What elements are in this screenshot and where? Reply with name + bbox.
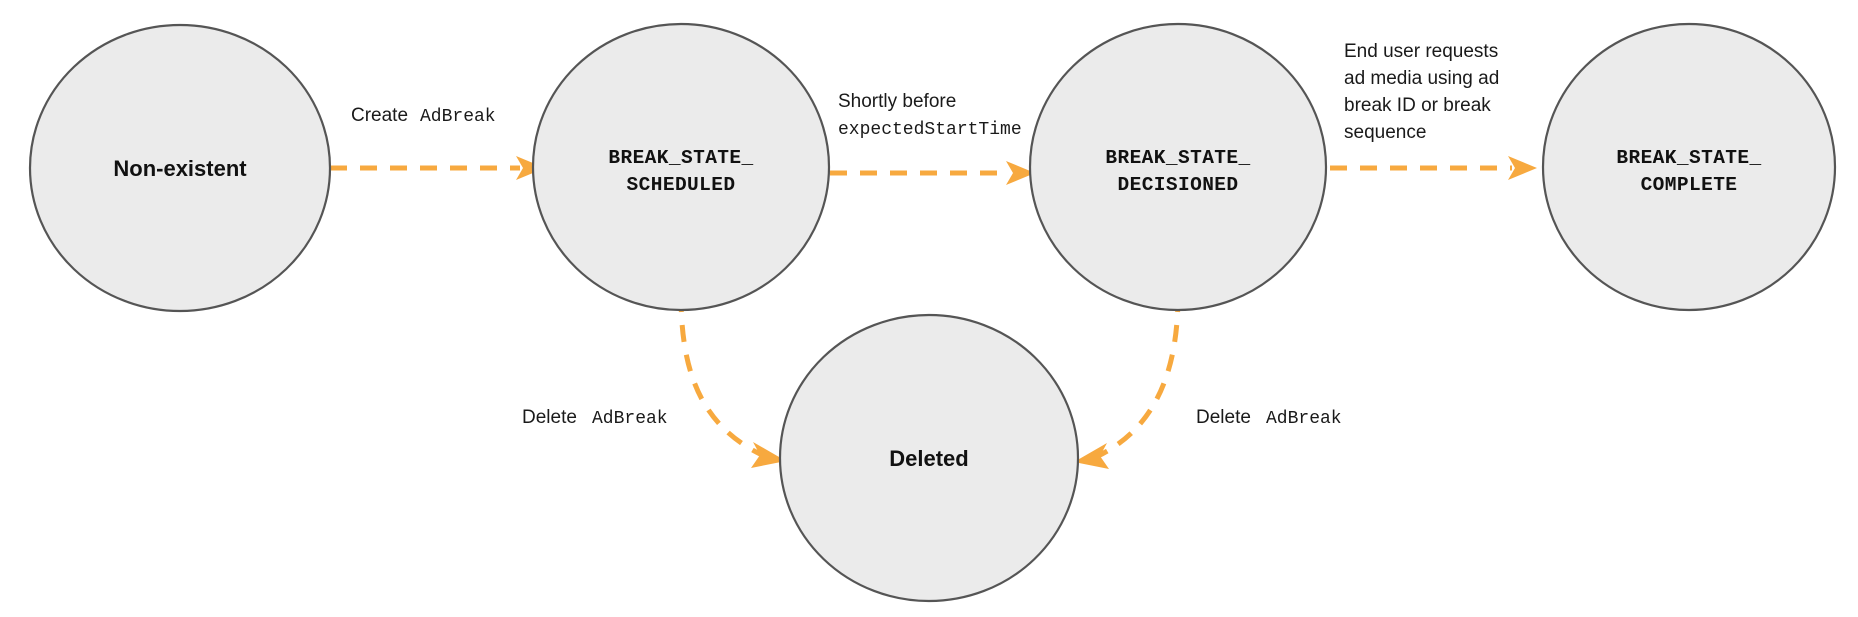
edge-delete-adbreak-right-label-mono: AdBreak: [1266, 409, 1342, 429]
edge-delete-adbreak-right-label-sans: Delete: [1196, 407, 1251, 428]
edge-end-user-requests-label-line4: sequence: [1344, 122, 1426, 143]
edge-delete-adbreak-right-line: [1096, 294, 1181, 459]
edge-shortly-before-arrowhead: [1006, 161, 1035, 185]
edge-shortly-before[interactable]: Shortly before expectedStartTime: [830, 91, 1035, 185]
node-non-existent-shape: [28, 23, 332, 313]
edge-end-user-requests-arrowhead: [1508, 156, 1537, 180]
node-deleted-shape: [778, 313, 1080, 603]
node-non-existent[interactable]: Non-existent: [28, 23, 332, 313]
node-break-state-decisioned-shape: [1028, 22, 1328, 312]
edge-delete-adbreak-left-arrowhead: [751, 442, 786, 468]
edge-delete-adbreak-left-label-sans: Delete: [522, 407, 577, 428]
node-deleted[interactable]: Deleted: [778, 313, 1080, 603]
node-break-state-scheduled[interactable]: BREAK_STATE_ SCHEDULED: [531, 22, 831, 312]
node-break-state-decisioned-label-line2: DECISIONED: [1117, 174, 1238, 196]
node-break-state-complete-label-line2: COMPLETE: [1641, 174, 1738, 196]
edge-delete-adbreak-right[interactable]: Delete AdBreak: [1074, 294, 1342, 469]
edge-create-adbreak-label-mono: AdBreak: [420, 107, 496, 127]
edge-delete-adbreak-right-arrowhead: [1074, 443, 1109, 469]
edge-create-adbreak[interactable]: Create AdBreak: [330, 105, 545, 180]
edge-create-adbreak-arrowhead: [516, 156, 545, 180]
edge-delete-adbreak-left-label-mono: AdBreak: [592, 409, 668, 429]
node-break-state-scheduled-label-line1: BREAK_STATE_: [608, 147, 753, 169]
node-break-state-scheduled-shape: [531, 22, 831, 312]
edge-delete-adbreak-left-line: [678, 294, 764, 458]
edge-end-user-requests-label-line1: End user requests: [1344, 41, 1498, 62]
node-break-state-decisioned[interactable]: BREAK_STATE_ DECISIONED: [1028, 22, 1328, 312]
edge-shortly-before-label-line1: Shortly before: [838, 91, 956, 112]
node-break-state-decisioned-label-line1: BREAK_STATE_: [1105, 147, 1250, 169]
node-non-existent-label: Non-existent: [113, 156, 247, 181]
node-break-state-scheduled-label-line2: SCHEDULED: [627, 174, 736, 196]
edge-end-user-requests[interactable]: End user requests ad media using ad brea…: [1330, 41, 1537, 180]
node-break-state-complete-shape: [1541, 22, 1837, 312]
node-deleted-label: Deleted: [889, 446, 968, 471]
edge-delete-adbreak-left[interactable]: Delete AdBreak: [522, 294, 786, 468]
edge-end-user-requests-label-line2: ad media using ad: [1344, 68, 1499, 89]
edge-shortly-before-label-line2: expectedStartTime: [838, 120, 1022, 140]
edge-create-adbreak-label-sans: Create: [351, 105, 408, 126]
node-break-state-complete[interactable]: BREAK_STATE_ COMPLETE: [1541, 22, 1837, 312]
edge-end-user-requests-label-line3: break ID or break: [1344, 95, 1491, 116]
node-break-state-complete-label-line1: BREAK_STATE_: [1616, 147, 1761, 169]
